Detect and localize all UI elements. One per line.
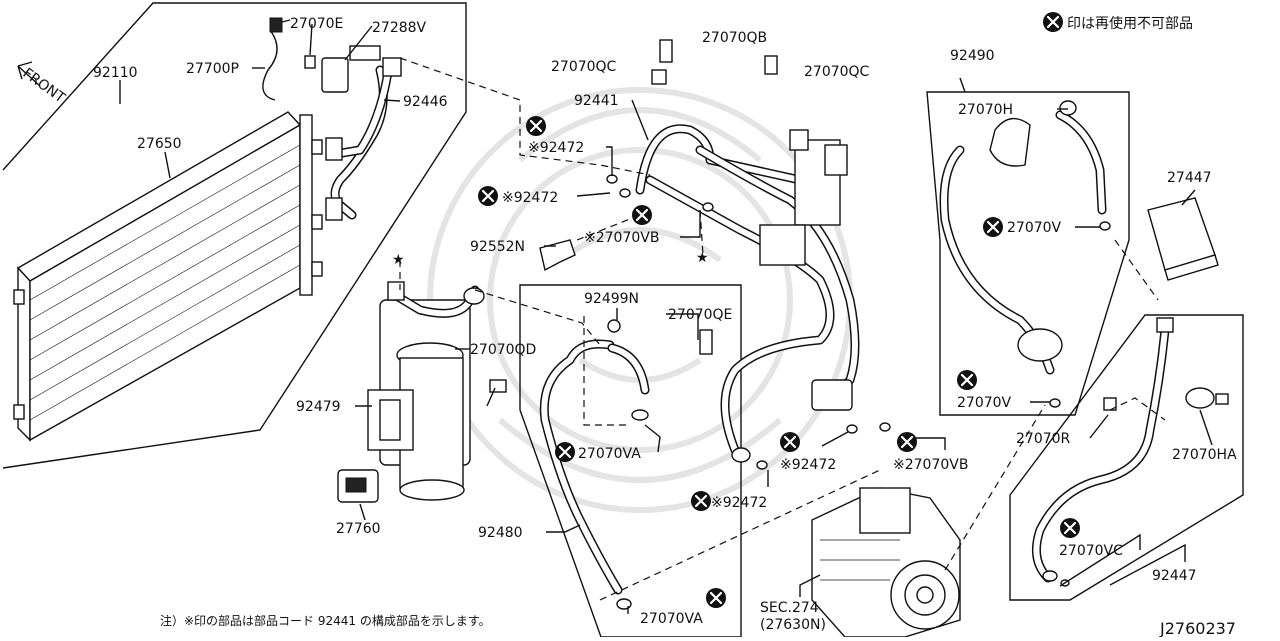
label-sec274: SEC.274 [760, 600, 819, 616]
label-27070R: 27070R [1016, 431, 1071, 447]
star-marker: ★ [696, 250, 709, 266]
not-reusable-icon [957, 370, 977, 390]
label-27447: 27447 [1167, 170, 1212, 186]
pipe-92441-group [606, 39, 891, 470]
label-27070VB-a: ※27070VB [584, 230, 659, 246]
label-27070VC: 27070VC [1059, 543, 1123, 559]
label-27070HA: 27070HA [1172, 447, 1237, 463]
not-reusable-icon [780, 432, 800, 452]
not-reusable-markers [478, 12, 1080, 608]
label-27070E: 27070E [290, 16, 343, 32]
footnote: 注）※印の部品は部品コード 92441 の構成部品を示します。 [160, 613, 491, 628]
not-reusable-icon [526, 116, 546, 136]
label-27630N: (27630N) [760, 617, 826, 633]
label-27650: 27650 [137, 136, 182, 152]
label-92490: 92490 [950, 48, 995, 64]
label-92446: 92446 [403, 94, 448, 110]
diagram-code: J2760237 [1159, 619, 1236, 637]
not-reusable-icon [555, 442, 575, 462]
label-92499N: 92499N [584, 291, 639, 307]
label-92110: 92110 [93, 65, 138, 81]
label-92441: 92441 [574, 93, 619, 109]
label-92472-c: ※92472 [780, 457, 836, 473]
label-27070QC-1: 27070QC [551, 59, 617, 75]
label-27070VB-b: ※27070VB [893, 457, 968, 473]
not-reusable-icon [478, 186, 498, 206]
not-reusable-icon [1060, 518, 1080, 538]
label-92552N: 92552N [470, 239, 525, 255]
not-reusable-icon [706, 588, 726, 608]
label-27700P: 27700P [186, 61, 239, 77]
not-reusable-icon [691, 491, 711, 511]
star-marker: ★ [392, 252, 405, 268]
label-27070VA-a: 27070VA [578, 446, 641, 462]
label-27070H: 27070H [958, 102, 1013, 118]
label-27070QB: 27070QB [702, 30, 767, 46]
leader-lines [119, 19, 1213, 614]
label-27070QE: 27070QE [668, 307, 732, 323]
not-reusable-icon [632, 205, 652, 225]
hose-92447-group [1009, 314, 1244, 601]
label-27070QC-2: 27070QC [804, 64, 870, 80]
connection-lines [399, 57, 1166, 601]
label-27070QD: 27070QD [470, 342, 536, 358]
compressor-group [811, 487, 961, 638]
label-27070V-b: 27070V [957, 395, 1012, 411]
label-92472-b: ※92472 [502, 190, 558, 206]
hose-92480-group [519, 284, 742, 638]
not-reusable-icon [983, 217, 1003, 237]
hose-92490-group [926, 91, 1219, 416]
condenser-group: FRONT [2, 2, 467, 469]
not-reusable-icon [897, 432, 917, 452]
front-label: FRONT [20, 65, 68, 106]
receiver-group [337, 239, 576, 503]
label-92480: 92480 [478, 525, 523, 541]
label-27070VA-b: 27070VA [640, 611, 703, 627]
label-92472-d: ※92472 [711, 495, 767, 511]
legend-text: 印は再使用不可部品 [1067, 15, 1193, 32]
label-92472-a: ※92472 [528, 140, 584, 156]
label-27760: 27760 [336, 521, 381, 537]
not-reusable-icon [1043, 12, 1063, 32]
label-27070V-a: 27070V [1007, 220, 1062, 236]
label-92479: 92479 [296, 399, 341, 415]
part-labels: 印は再使用不可部品 92110 27700P 27070E 27288V 924… [93, 15, 1237, 638]
label-27288V: 27288V [372, 20, 427, 36]
label-92447: 92447 [1152, 568, 1197, 584]
